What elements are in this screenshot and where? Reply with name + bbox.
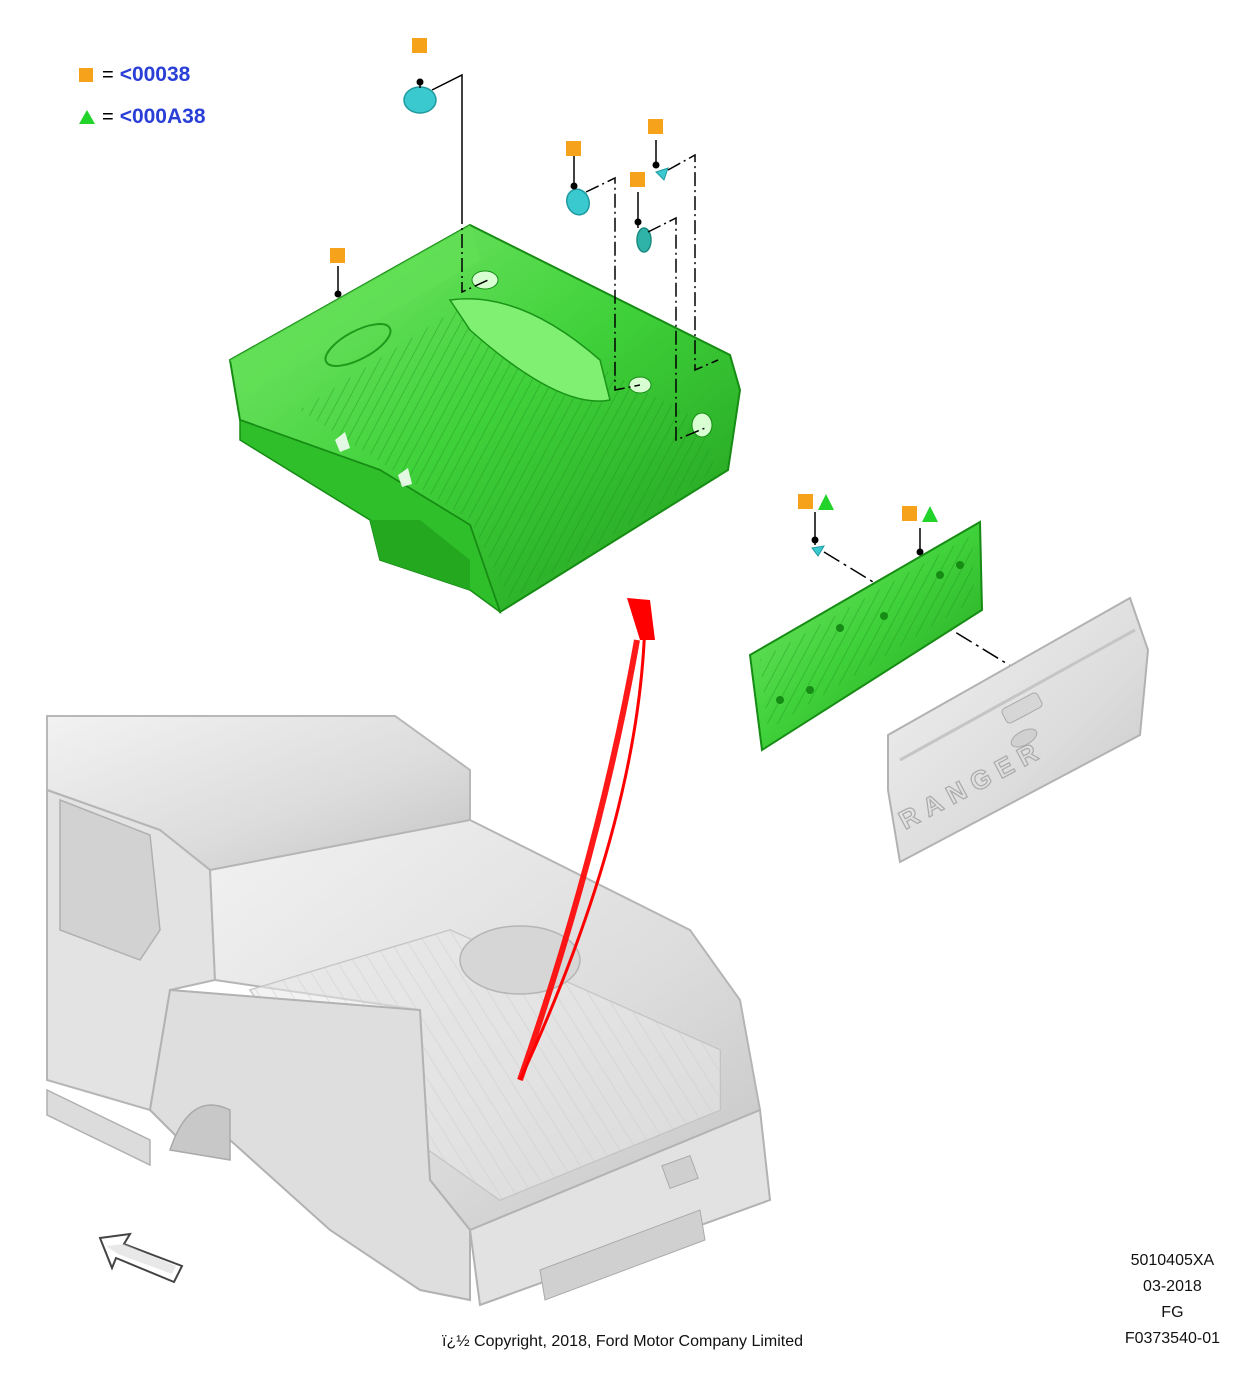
legend-equals: = [102, 105, 114, 128]
orange-marker [798, 494, 813, 509]
orange-marker [902, 506, 917, 521]
orange-marker [630, 172, 645, 187]
legend: = <00038 = <000A38 [78, 63, 206, 129]
orange-marker [330, 248, 345, 263]
leader-dots [334, 78, 924, 556]
red-direction-arrow [517, 598, 655, 1081]
green-triangle-icon [79, 110, 95, 124]
legend-code: <000A38 [119, 105, 206, 128]
orange-marker [412, 38, 427, 53]
callout-markers [330, 38, 938, 522]
figure-stamp: 5010405XA 03-2018 FG F0373540-01 [1125, 1248, 1220, 1352]
clip-tailgate [811, 545, 825, 557]
tailgate-liner-part [748, 520, 984, 752]
legend-row-green: = <000A38 [78, 105, 206, 129]
copyright-notice: ï¿½ Copyright, 2018, Ford Motor Company … [442, 1333, 804, 1350]
plug-parts [403, 86, 825, 557]
plug-large [403, 86, 437, 114]
stamp-figure: F0373540-01 [1124, 1330, 1220, 1347]
green-marker [922, 506, 938, 522]
bedliner-part [228, 223, 742, 615]
plug-medium [565, 188, 591, 216]
orange-marker [648, 119, 663, 134]
truck-illustration [46, 715, 772, 1307]
plug-small [636, 227, 652, 253]
legend-equals: = [102, 63, 114, 86]
view-direction-arrow-icon [98, 1232, 184, 1284]
stamp-code: 5010405XA [1130, 1252, 1215, 1269]
legend-row-orange: = <00038 [78, 63, 206, 87]
stamp-date: 03-2018 [1143, 1278, 1202, 1295]
orange-marker [566, 141, 581, 156]
orange-square-icon [79, 68, 93, 82]
green-marker [818, 494, 834, 510]
legend-code: <00038 [119, 63, 191, 86]
stamp-region: FG [1161, 1304, 1184, 1321]
clip-small [655, 167, 669, 181]
